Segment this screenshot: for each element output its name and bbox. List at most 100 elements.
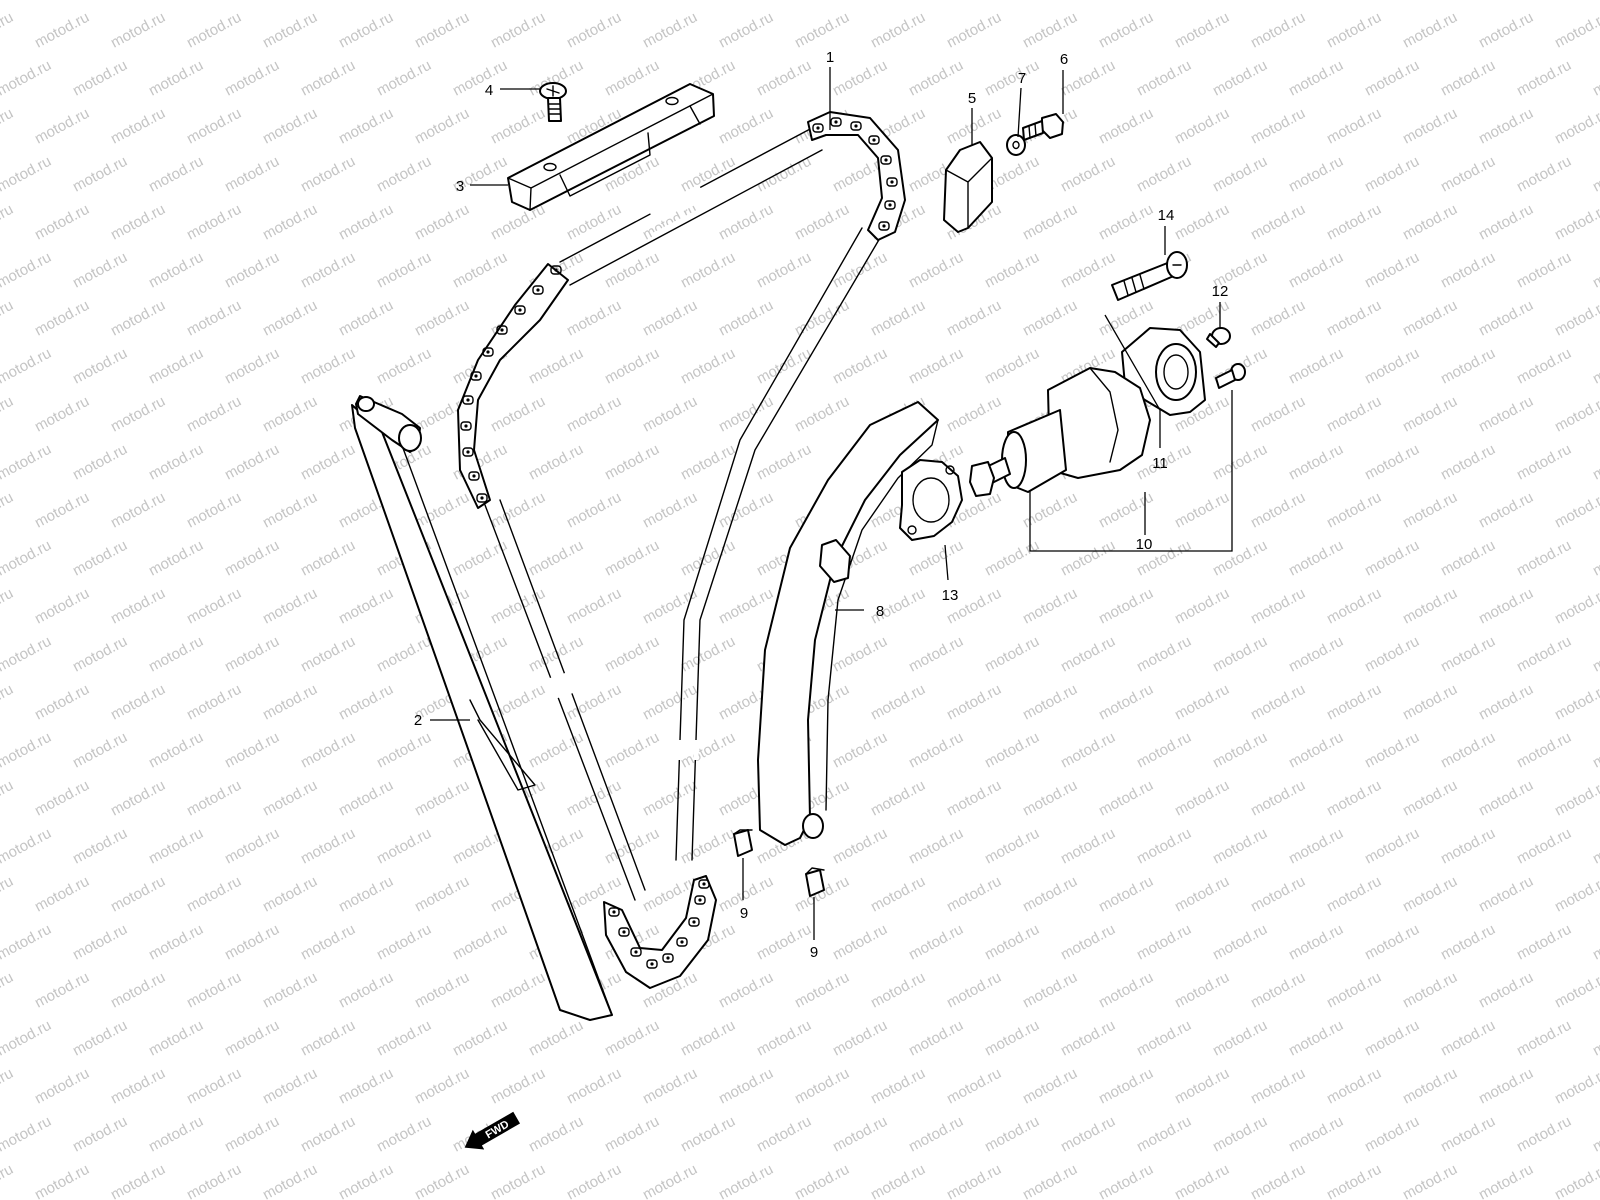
watermark-text: motod.ru [108,585,168,628]
watermark-text: motod.ru [1210,729,1270,772]
screw-part-4 [539,82,567,122]
watermark-text: motod.ru [298,729,358,772]
watermark-text: motod.ru [640,297,700,340]
watermark-text: motod.ru [792,393,852,436]
watermark-text: motod.ru [1134,57,1194,100]
watermark-text: motod.ru [1438,441,1498,484]
watermark-text: motod.ru [298,633,358,676]
watermark-text: motod.ru [1324,681,1384,724]
watermark-text: motod.ru [108,681,168,724]
watermark-text: motod.ru [1400,105,1460,148]
watermark-text: motod.ru [298,249,358,292]
chain-link-pin [882,224,886,228]
watermark-text: motod.ru [982,0,1042,4]
watermark-text: motod.ru [1248,489,1308,532]
watermark-text: motod.ru [1400,393,1460,436]
watermark-text: motod.ru [146,441,206,484]
watermark-text: motod.ru [412,105,472,148]
watermark-text: motod.ru [640,681,700,724]
cam-chain [457,111,906,989]
watermark-text: motod.ru [1172,681,1232,724]
watermark-text: motod.ru [1058,249,1118,292]
watermark-text: motod.ru [1438,633,1498,676]
watermark-text: motod.ru [32,585,92,628]
watermark-text: motod.ru [70,57,130,100]
chain-link-pin [702,882,706,886]
watermark-text: motod.ru [146,921,206,964]
watermark-text: motod.ru [412,9,472,52]
watermark-text: motod.ru [1400,489,1460,532]
watermark-text: motod.ru [146,633,206,676]
watermark-text: motod.ru [868,873,928,916]
watermark-text: motod.ru [640,393,700,436]
watermark-text: motod.ru [336,1065,396,1108]
watermark-text: motod.ru [1324,777,1384,820]
watermark-text: motod.ru [298,1113,358,1156]
watermark-text: motod.ru [222,537,282,580]
watermark-text: motod.ru [222,441,282,484]
watermark-text: motod.ru [260,969,320,1012]
watermark-text: motod.ru [754,249,814,292]
watermark-text: motod.ru [70,633,130,676]
watermark-text: motod.ru [1324,9,1384,52]
watermark-text: motod.ru [1248,297,1308,340]
watermark-text: motod.ru [1134,1113,1194,1156]
chain-link-plate [630,947,642,957]
watermark-text: motod.ru [1286,57,1346,100]
cap-part-9-upper [733,829,753,857]
watermark-text: motod.ru [374,825,434,868]
watermark-text: motod.ru [1552,1161,1600,1200]
watermark-text: motod.ru [868,681,928,724]
watermark-text: motod.ru [1324,105,1384,148]
watermark-text: motod.ru [678,249,738,292]
watermark-text: motod.ru [336,585,396,628]
watermark-text: motod.ru [602,1113,662,1156]
watermark-text: motod.ru [1172,873,1232,916]
watermark-text: motod.ru [1514,57,1574,100]
watermark-text: motod.ru [146,249,206,292]
watermark-text: motod.ru [1400,1065,1460,1108]
watermark-text: motod.ru [1514,0,1574,4]
watermark-text: motod.ru [450,537,510,580]
watermark-text: motod.ru [1324,1065,1384,1108]
watermark-text: motod.ru [1400,297,1460,340]
chain-link-plate [618,927,630,937]
watermark-text: motod.ru [906,1017,966,1060]
chain-link-pin [666,956,670,960]
chain-link-pin [680,940,684,944]
watermark-text: motod.ru [32,969,92,1012]
watermark-text: motod.ru [298,0,358,4]
watermark-text: motod.ru [830,633,890,676]
watermark-text: motod.ru [0,681,16,724]
watermark-text: motod.ru [260,105,320,148]
watermark-text: motod.ru [678,633,738,676]
watermark-text: motod.ru [526,345,586,388]
chain-link-pin [692,920,696,924]
watermark-text: motod.ru [830,825,890,868]
watermark-text: motod.ru [0,9,16,52]
watermark-text: motod.ru [184,1065,244,1108]
watermark-text: motod.ru [184,297,244,340]
watermark-text: motod.ru [260,873,320,916]
watermark-text: motod.ru [0,345,54,388]
chain-link-pin [634,950,638,954]
watermark-text: motod.ru [374,153,434,196]
watermark-text: motod.ru [146,57,206,100]
watermark-text: motod.ru [336,969,396,1012]
watermark-text: motod.ru [944,297,1004,340]
watermark-text: motod.ru [830,345,890,388]
watermark-text: motod.ru [0,777,16,820]
watermark-text: motod.ru [1514,153,1574,196]
watermark-text: motod.ru [564,489,624,532]
watermark-text: motod.ru [1058,153,1118,196]
watermark-text: motod.ru [1172,1161,1232,1200]
watermark-text: motod.ru [1096,777,1156,820]
watermark-text: motod.ru [222,1113,282,1156]
watermark-text: motod.ru [1210,537,1270,580]
watermark-text: motod.ru [146,729,206,772]
watermark-text: motod.ru [526,441,586,484]
watermark-text: motod.ru [1476,1065,1536,1108]
watermark-text: motod.ru [146,825,206,868]
watermark-text: motod.ru [1286,921,1346,964]
